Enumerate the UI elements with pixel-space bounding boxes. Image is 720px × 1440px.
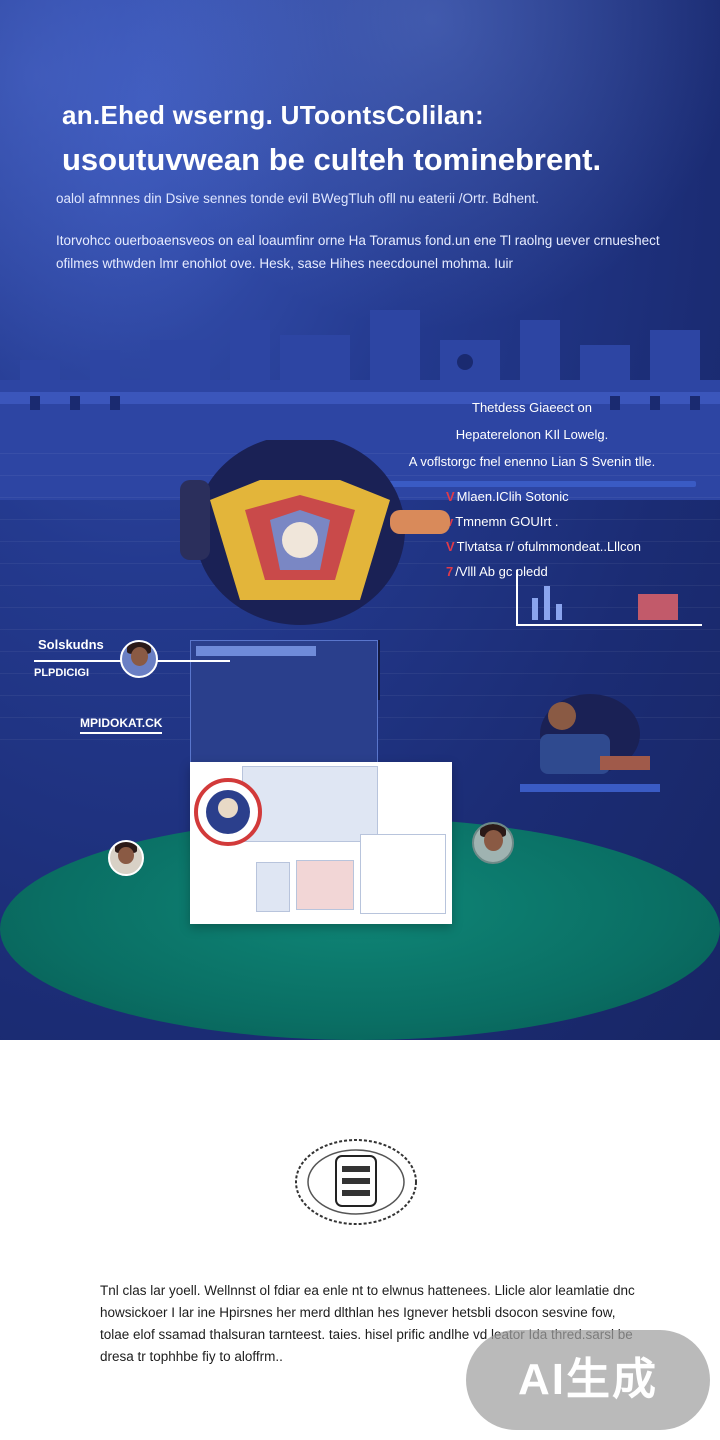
avatar-face — [483, 829, 503, 851]
avatar — [472, 822, 514, 864]
mini-chart-bar — [544, 586, 550, 620]
city-skyline-illustration — [0, 310, 720, 500]
board-panel — [296, 860, 354, 910]
mini-bar-chart-illustration — [516, 570, 702, 626]
check-list-item-text: Tmnemn GOUIrt . — [455, 514, 559, 529]
person-at-desk-icon — [520, 694, 660, 792]
seal-emblem-icon — [295, 1139, 417, 1225]
check-list-item: 7/Vlll Ab gc pledd — [446, 559, 696, 584]
hero-headline-line-2: usoutuvwean be culteh tominebrent. — [62, 142, 602, 177]
info-card-divider — [384, 481, 696, 487]
side-label-1: Solskudns — [38, 637, 104, 652]
footer-paragraph: Tnl clas lar yoell. Wellnnst ol fdiar ea… — [100, 1283, 635, 1364]
side-label-2: PLPDICIGI — [34, 667, 90, 679]
mini-chart-bar — [638, 594, 678, 620]
presentation-board-illustration — [190, 762, 452, 924]
hero-headline-line-1: an.Ehed wserng. UToontsColilan: — [62, 100, 484, 130]
desk-person-illustration — [520, 694, 660, 794]
podium-header-bar — [196, 646, 316, 656]
check-mark-icon: 7 — [446, 564, 454, 579]
hero-body-text: Itorvohcc ouerboaensveos on eal loaumfin… — [56, 233, 660, 271]
info-card-line-2: Hepaterelonon KIl Lowelg. — [455, 427, 609, 442]
ai-generated-badge: AI生成 — [466, 1330, 710, 1430]
hero-subline: oalol afmnnes din Dsive sennes tonde evi… — [56, 191, 540, 206]
emblem-icon — [194, 778, 262, 846]
info-card-line-1: Thetdess Giaeect on — [472, 400, 592, 415]
check-list-item-text: Tlvtatsa r/ ofulmmondeat..Lllcon — [456, 539, 641, 554]
side-label-3: MPIDOKAT.CK — [80, 716, 163, 734]
check-mark-icon: V — [446, 539, 455, 554]
board-panel — [360, 834, 446, 914]
mini-chart-bar — [532, 598, 538, 620]
board-panel — [242, 766, 378, 842]
avatar — [120, 640, 158, 678]
avatar-face — [118, 846, 134, 865]
mini-chart-bar — [556, 604, 562, 620]
avatar-face — [130, 647, 148, 666]
info-card-line-3: A voflstorgc fnel enenno Lian S Svenin t… — [408, 454, 656, 469]
check-list-item-text: /Vlll Ab gc pledd — [455, 564, 548, 579]
check-list-item-text: Mlaen.IClih Sotonic — [456, 489, 569, 504]
avatar — [108, 840, 144, 876]
check-list-item: vTmnemn GOUIrt . — [446, 509, 696, 534]
board-panel — [256, 862, 290, 912]
info-card: Thetdess Giaeect on Hepaterelonon KIl Lo… — [372, 394, 696, 487]
check-mark-icon: V — [446, 489, 455, 504]
hero-section: an.Ehed wserng. UToontsColilan: usoutuvw… — [0, 0, 720, 1040]
